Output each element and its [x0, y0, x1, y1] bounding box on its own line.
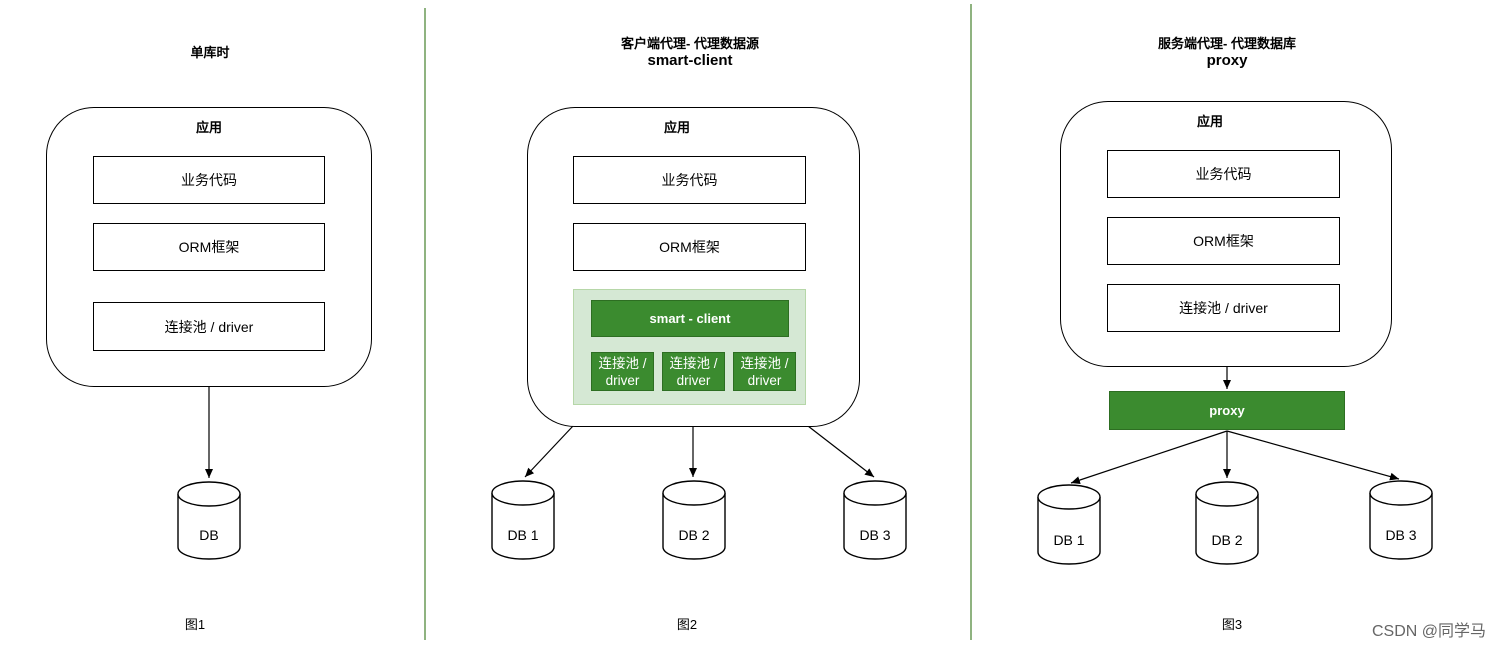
db-label: DB — [199, 527, 219, 543]
orm-framework-layer: ORM框架 — [1107, 217, 1340, 265]
business-code-layer: 业务代码 — [1107, 150, 1340, 198]
db2-cylinder — [662, 480, 726, 560]
proxy-box: proxy — [1109, 391, 1345, 430]
db3-label: DB 3 — [859, 527, 891, 543]
driver-box-1: 连接池 / driver — [591, 352, 654, 391]
db1-cylinder — [491, 480, 555, 560]
panel3-subtitle: proxy — [1206, 52, 1248, 69]
app-label: 应用 — [663, 120, 690, 135]
db3-cylinder — [1369, 480, 1433, 560]
driver-box-2: 连接池 / driver — [662, 352, 725, 391]
app-label: 应用 — [1196, 114, 1223, 129]
db2-label: DB 2 — [1211, 532, 1243, 548]
arrow-proxy-to-db1 — [1070, 430, 1228, 484]
db1-cylinder — [1037, 484, 1101, 565]
figure-label: 图1 — [184, 617, 206, 632]
panel2-subtitle: smart-client — [647, 52, 733, 69]
figure-label: 图2 — [676, 617, 698, 632]
db-cylinder — [177, 481, 241, 560]
db3-label: DB 3 — [1385, 527, 1417, 543]
db1-label: DB 1 — [1053, 532, 1085, 548]
connection-pool-driver-layer: 连接池 / driver — [93, 302, 325, 351]
db2-cylinder — [1195, 481, 1259, 565]
arrow-proxy-to-db3 — [1226, 430, 1400, 481]
app-label: 应用 — [195, 120, 222, 135]
connection-pool-driver-layer: 连接池 / driver — [1107, 284, 1340, 332]
db2-label: DB 2 — [678, 527, 710, 543]
driver-box-3: 连接池 / driver — [733, 352, 796, 391]
db1-label: DB 1 — [507, 527, 539, 543]
orm-framework-layer: ORM框架 — [93, 223, 325, 271]
business-code-layer: 业务代码 — [93, 156, 325, 204]
orm-framework-layer: ORM框架 — [573, 223, 806, 271]
panel1-title: 单库时 — [190, 45, 230, 60]
panel3-title: 服务端代理- 代理数据库 — [1158, 36, 1296, 51]
watermark: CSDN @同学马 — [1371, 623, 1486, 640]
smart-client-box: smart - client — [591, 300, 789, 337]
figure-label: 图3 — [1221, 617, 1243, 632]
panel2-title: 客户端代理- 代理数据源 — [621, 36, 759, 51]
db3-cylinder — [843, 480, 907, 560]
business-code-layer: 业务代码 — [573, 156, 806, 204]
